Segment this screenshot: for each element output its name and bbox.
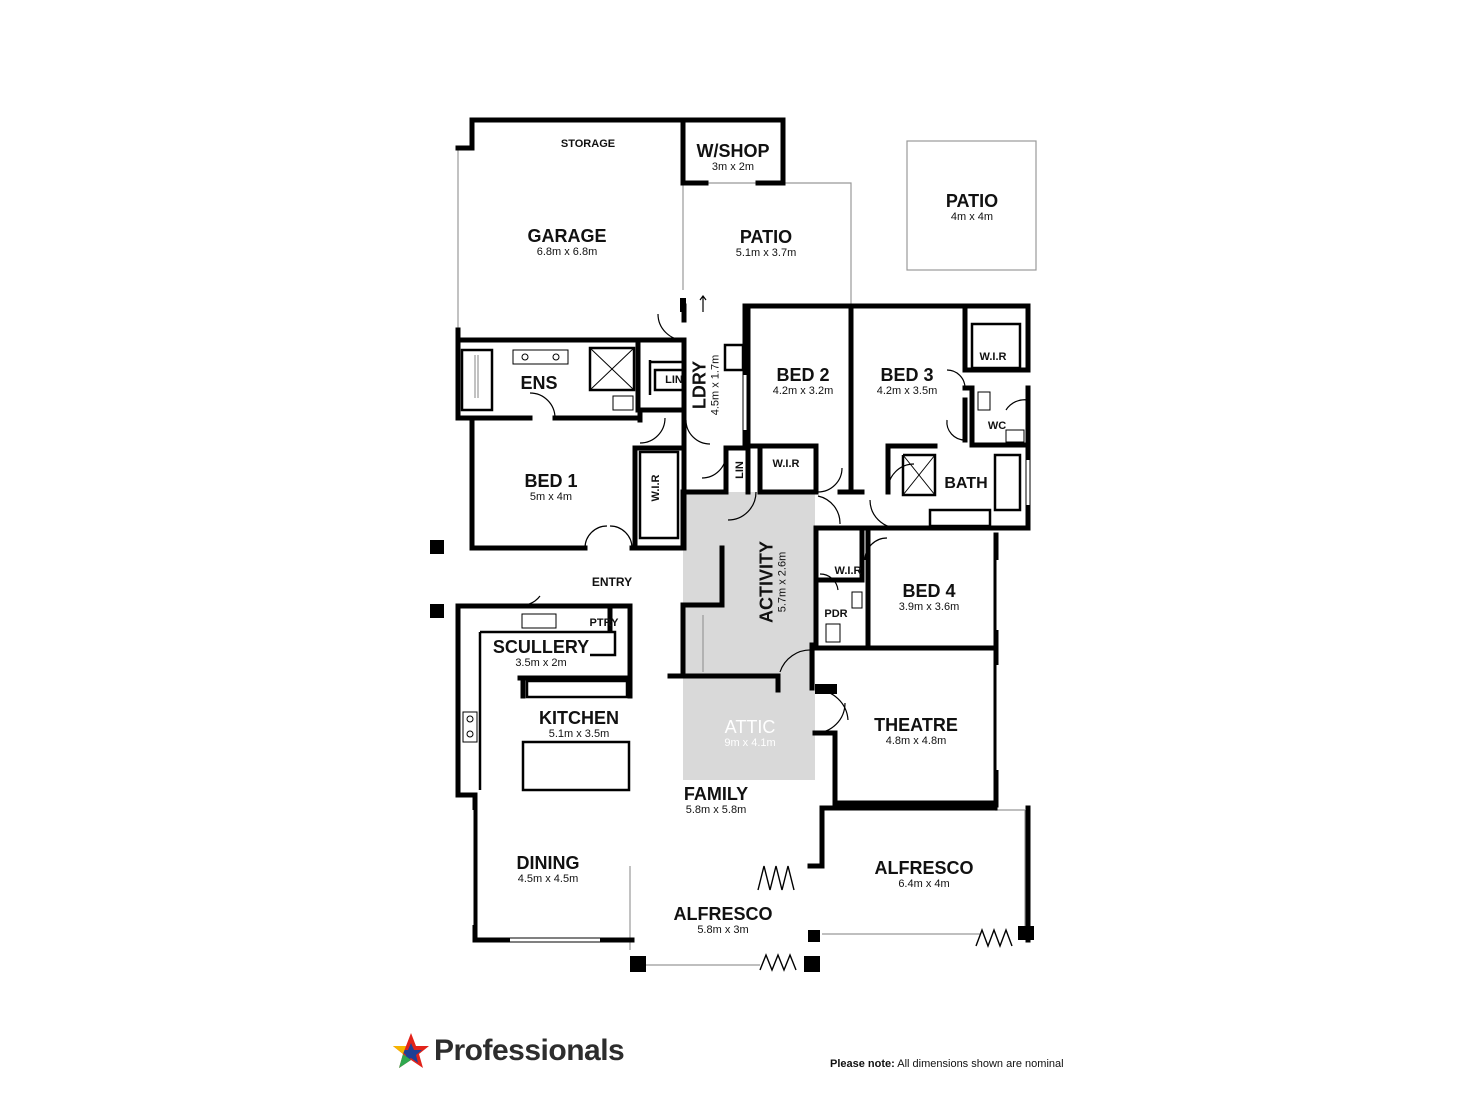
brand-name: Professionals [434, 1034, 625, 1067]
room-dimensions: 6.4m x 4m [898, 878, 950, 890]
room-alfresco-east: ALFRESCO 6.4m x 4m [875, 859, 974, 890]
room-dimensions: 4m x 4m [950, 211, 994, 223]
room-name: KITCHEN [539, 708, 619, 728]
room-activity: ACTIVITY 5.7m x 2.6m [756, 540, 789, 624]
room-dimensions: 4.5m x 4.5m [517, 873, 579, 885]
room-bed-2: BED 2 4.2m x 3.2m [773, 366, 834, 397]
room-name: ENS [520, 373, 558, 393]
room-dining: DINING 4.5m x 4.5m [517, 854, 580, 885]
doors [515, 295, 1029, 734]
room-dimensions: 4.8m x 4.8m [885, 735, 947, 747]
room-name: BED 4 [902, 581, 956, 601]
fixtures [462, 347, 1025, 743]
room-dimensions: 3.9m x 3.6m [898, 601, 960, 613]
room-dimensions: 5.8m x 5.8m [685, 804, 747, 816]
thin-lines [457, 140, 1037, 966]
room-attic: ATTIC 9m x 4.1m [724, 718, 775, 749]
room-name: ENTRY [591, 575, 633, 589]
room-laundry: LDRY 4.5m x 1.7m [689, 354, 722, 416]
room-storage: STORAGE [561, 135, 615, 151]
room-name: LDRY [689, 360, 710, 410]
professionals-logo: Professionals [392, 1032, 625, 1070]
room-alfresco-south: ALFRESCO 5.8m x 3m [674, 905, 773, 936]
room-name: LIN [665, 374, 683, 386]
room-name: PATIO [739, 227, 793, 247]
room-dimensions: 6.8m x 6.8m [536, 246, 598, 258]
room-name: W.I.R [979, 351, 1007, 363]
room-name: ALFRESCO [874, 858, 974, 878]
room-wir-bed2: W.I.R [773, 455, 800, 471]
room-name: ALFRESCO [673, 904, 773, 924]
note-text: All dimensions shown are nominal [897, 1058, 1064, 1070]
room-name: DINING [516, 853, 580, 873]
room-name: BED 2 [776, 365, 830, 385]
note-label: Please note: [830, 1058, 895, 1070]
room-name: PDR [824, 608, 848, 620]
room-name: GARAGE [527, 226, 607, 246]
windows [452, 375, 1030, 942]
room-wc: WC [988, 417, 1006, 433]
room-dimensions: 5.7m x 2.6m [776, 551, 789, 613]
room-bed-4: BED 4 3.9m x 3.6m [899, 582, 960, 613]
room-name: PTRY [589, 617, 619, 629]
room-linen-2: LIN [731, 461, 747, 479]
thin-walls [460, 322, 1022, 792]
room-dimensions: 4.2m x 3.2m [772, 385, 834, 397]
room-name: THEATRE [874, 715, 958, 735]
star-icon [393, 1033, 429, 1068]
room-name: BED 3 [880, 365, 934, 385]
room-name: WC [987, 420, 1007, 432]
room-dimensions: 4.5m x 1.7m [709, 354, 722, 416]
room-family: FAMILY 5.8m x 5.8m [684, 785, 748, 816]
room-name: W.I.R [772, 458, 800, 470]
sliding-doors [757, 865, 1013, 972]
room-kitchen: KITCHEN 5.1m x 3.5m [539, 709, 619, 740]
room-name: STORAGE [560, 138, 616, 150]
room-dimensions: 5m x 4m [529, 491, 573, 503]
room-name: LIN [734, 461, 746, 479]
room-name: W.I.R [834, 565, 862, 577]
room-scullery: SCULLERY 3.5m x 2m [493, 638, 589, 669]
room-name: FAMILY [683, 784, 749, 804]
room-name: W.I.R [650, 474, 662, 502]
room-patio-detached: PATIO 4m x 4m [946, 192, 998, 223]
room-patio: PATIO 5.1m x 3.7m [736, 228, 797, 259]
room-ensuite: ENS [520, 374, 557, 392]
room-name: ATTIC [724, 717, 776, 737]
room-name: W/SHOP [696, 141, 770, 161]
room-wshop: W/SHOP 3m x 2m [696, 142, 769, 173]
room-wir-bed3: W.I.R [980, 348, 1007, 364]
room-dimensions: 3.5m x 2m [515, 657, 567, 669]
room-dimensions: 4.2m x 3.5m [876, 385, 938, 397]
room-garage: GARAGE 6.8m x 6.8m [527, 227, 606, 258]
dimensions-note: Please note: All dimensions shown are no… [830, 1058, 1064, 1070]
room-name: ACTIVITY [756, 540, 777, 624]
room-bed-3: BED 3 4.2m x 3.5m [877, 366, 938, 397]
room-entry: ENTRY [592, 574, 632, 590]
room-bath: BATH [944, 476, 987, 492]
room-dimensions: 5.8m x 3m [697, 924, 749, 936]
room-dimensions: 5.1m x 3.7m [735, 247, 797, 259]
room-name: BATH [944, 475, 988, 492]
room-name: SCULLERY [492, 637, 590, 657]
room-dimensions: 9m x 4.1m [724, 737, 776, 749]
attic-shading [683, 492, 815, 780]
room-name: BED 1 [524, 471, 578, 491]
room-pantry: PTRY [590, 614, 619, 630]
room-dimensions: 5.1m x 3.5m [548, 728, 610, 740]
room-theatre: THEATRE 4.8m x 4.8m [874, 716, 958, 747]
pillars [430, 298, 1034, 972]
room-name: PATIO [945, 191, 999, 211]
room-wir-bed4: W.I.R [835, 562, 862, 578]
room-linen: LIN [665, 371, 683, 387]
room-bed-1: BED 1 5m x 4m [524, 472, 577, 503]
room-wir-bed1: W.I.R [647, 475, 663, 502]
room-powder: PDR [824, 605, 847, 621]
room-dimensions: 3m x 2m [711, 161, 755, 173]
